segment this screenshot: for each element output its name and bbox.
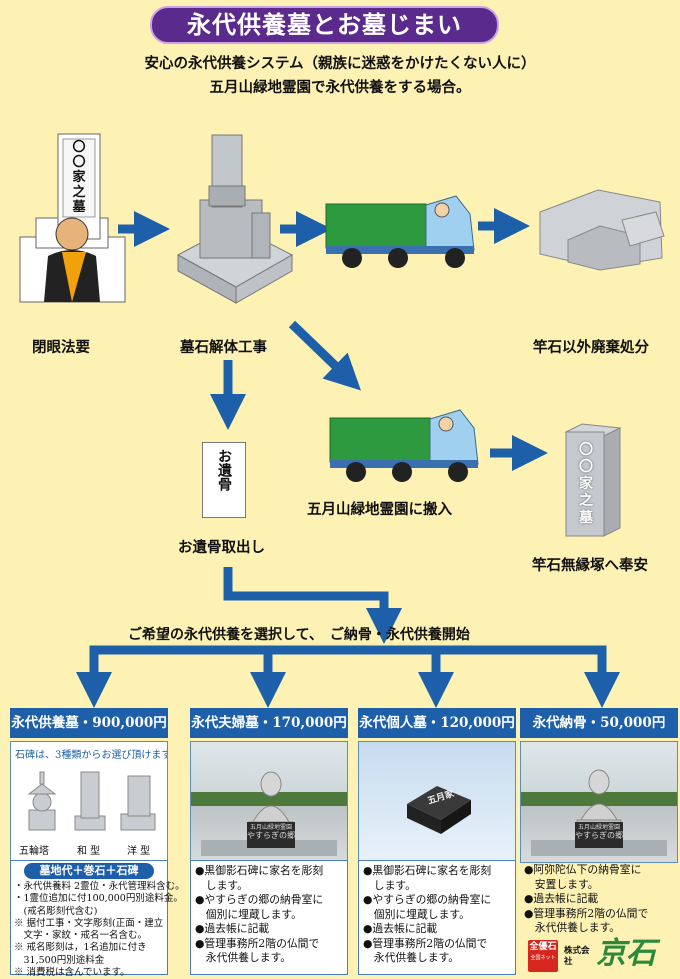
plan-title: 永代納骨・50,000円 bbox=[520, 708, 678, 738]
badge-mid-text: 全国ネット bbox=[530, 955, 556, 961]
amida-illustration bbox=[521, 769, 677, 856]
plan-detail-title: 墓地代＋巻石＋石碑 bbox=[24, 863, 154, 879]
plaque-line: 五月山緑地霊園 bbox=[249, 824, 292, 831]
truck-lower bbox=[329, 409, 479, 482]
plan-image: 五月家 bbox=[358, 741, 516, 863]
select-instruction: ご希望の永代供養を選択して、 ご納骨・永代供養開始 bbox=[128, 627, 470, 643]
memorial-plaque-text: 五月山緑地霊園 やすらぎの郷 bbox=[575, 824, 623, 840]
detail-line: ・永代供養料 2霊位・永代管理料含む。 bbox=[14, 881, 185, 892]
grave-illustration bbox=[176, 134, 294, 304]
plan-card-kojin-bo: 永代個人墓・120,000円 五月家 bbox=[358, 708, 516, 863]
detail-line: (戒名彫刻代含む) bbox=[14, 905, 98, 917]
individual-stone-illustration bbox=[407, 786, 471, 834]
detail-line: 個別に埋蔵します。 bbox=[195, 907, 302, 921]
plan-image: 石碑は、3種類からお選び頂けます。 五輪塔 和 型 洋 型 bbox=[10, 741, 168, 863]
detail-line: ●管理事務所2階の仏間で bbox=[195, 936, 320, 950]
detail-line: ●管理事務所2階の仏間で bbox=[363, 936, 488, 950]
company-name-logo: 京石 bbox=[596, 936, 656, 971]
step-kaitai: 墓石解体工事 bbox=[180, 339, 267, 356]
detail-line: ※ 消費税は含んでいます。 bbox=[14, 967, 130, 979]
detail-line: 永代供養します。 bbox=[524, 921, 621, 934]
plan-title: 永代供養墓・900,000円 bbox=[10, 708, 168, 738]
step-muen: 竿石無縁塚へ奉安 bbox=[532, 557, 648, 574]
grave-inscription-left: 〇〇家之墓 bbox=[72, 140, 86, 215]
step-haiki: 竿石以外廃棄処分 bbox=[533, 339, 649, 356]
stone-type-gorinto: 五輪塔 bbox=[19, 846, 49, 857]
detail-line: します。 bbox=[363, 878, 416, 892]
detail-line: 永代供養します。 bbox=[363, 951, 460, 964]
detail-line: ●黒御影石碑に家名を彫刻 bbox=[195, 864, 324, 877]
rubble-illustration bbox=[539, 189, 665, 271]
badge-top-text: 全優石 bbox=[529, 942, 557, 952]
arrow-kaitai-hannyu bbox=[288, 320, 361, 391]
stone-type-yogata: 洋 型 bbox=[127, 846, 151, 857]
detail-line: ●過去帳に記載 bbox=[195, 922, 270, 935]
buddha-memorial-illustration bbox=[191, 771, 347, 856]
subtitle-location: 五月山緑地霊園で永代供養をする場合。 bbox=[209, 79, 471, 96]
detail-line: ●管理事務所2階の仏間で bbox=[524, 906, 649, 920]
monk-illustration bbox=[19, 133, 126, 303]
step-hannyu: 五月山緑地霊園に搬入 bbox=[307, 501, 452, 518]
detail-line: ・1霊位追加に付100,000円別途料金。 bbox=[14, 893, 183, 905]
detail-line: ※ 戒名彫刻は，1名追加に付き bbox=[14, 942, 147, 954]
stone-type-wagata: 和 型 bbox=[77, 846, 101, 857]
arrow-toridashi-select bbox=[223, 567, 402, 644]
detail-line: 文字・家紋・戒名一名含む。 bbox=[14, 930, 148, 942]
detail-line: 安置します。 bbox=[524, 877, 599, 891]
detail-line: ●やすらぎの郷の納骨室に bbox=[195, 893, 324, 906]
plan-detail-fufu-bo: ●黒御影石碑に家名を彫刻 します。 ●やすらぎの郷の納骨室に 個別に埋蔵します。… bbox=[190, 860, 348, 975]
plan-image: 五月山緑地霊園 やすらぎの郷 bbox=[190, 741, 348, 863]
zenyuseki-badge: 全優石 全国ネット bbox=[528, 940, 558, 972]
detail-line: 個別に埋蔵します。 bbox=[363, 907, 470, 921]
plan-card-eitai-kuyo-bo: 永代供養墓・900,000円 石碑は、3種類からお選び頂けます。 五輪塔 和 型… bbox=[10, 708, 168, 863]
plan-card-fufu-bo: 永代夫婦墓・170,000円 五月山緑地霊園 やすらぎの郷 bbox=[190, 708, 348, 863]
ikotsu-label: お遺骨 bbox=[216, 449, 232, 491]
page-title: 永代供養墓とお墓じまい bbox=[150, 6, 499, 44]
plaque-line: やすらぎの郷 bbox=[575, 831, 623, 840]
detail-line: ●過去帳に記載 bbox=[524, 892, 599, 905]
branch-bar bbox=[89, 645, 607, 686]
detail-line: 31,500円別途料金 bbox=[14, 954, 105, 966]
detail-line: 永代供養します。 bbox=[195, 951, 292, 964]
plan-title: 永代夫婦墓・170,000円 bbox=[190, 708, 348, 738]
detail-line: ※ 据付工事・文字彫刻(正面・建立 bbox=[14, 917, 164, 929]
detail-line: します。 bbox=[195, 878, 248, 892]
detail-line: ●黒御影石碑に家名を彫刻 bbox=[363, 864, 492, 877]
plan-image: 五月山緑地霊園 やすらぎの郷 bbox=[520, 741, 678, 863]
step-heigan: 閉眼法要 bbox=[32, 339, 90, 356]
plaque-line: 五月山緑地霊園 bbox=[577, 824, 620, 831]
detail-line: ●阿弥陀仏下の納骨室に bbox=[524, 863, 642, 876]
grave-inscription-right: 〇〇家之墓 bbox=[579, 442, 593, 526]
step-toridashi: お遺骨取出し bbox=[178, 539, 265, 556]
truck-upper bbox=[325, 195, 475, 268]
plaque-line: やすらぎの郷 bbox=[247, 831, 295, 840]
subtitle-system: 安心の永代供養システム（親族に迷惑をかけたくない人に） bbox=[144, 55, 536, 72]
plan-card-eitai-nokotsu: 永代納骨・50,000円 五月山緑地霊園 やすらぎの郷 bbox=[520, 708, 678, 863]
ikotsu-box: お遺骨 bbox=[202, 442, 246, 518]
plan-detail-eitai-kuyo-bo: 墓地代＋巻石＋石碑 ・永代供養料 2霊位・永代管理料含む。 ・1霊位追加に付10… bbox=[10, 860, 185, 978]
standing-stone-illustration bbox=[564, 423, 622, 537]
stone-choice-note: 石碑は、3種類からお選び頂けます。 bbox=[15, 750, 168, 761]
memorial-plaque-text: 五月山緑地霊園 やすらぎの郷 bbox=[247, 824, 295, 840]
stone-types-illustration bbox=[27, 771, 156, 831]
plan-title: 永代個人墓・120,000円 bbox=[358, 708, 516, 738]
detail-line: ●過去帳に記載 bbox=[363, 922, 438, 935]
company-prefix: 株式会社 bbox=[564, 946, 590, 967]
plan-detail-eitai-nokotsu: ●阿弥陀仏下の納骨室に 安置します。 ●過去帳に記載 ●管理事務所2階の仏間で … bbox=[520, 860, 678, 975]
detail-line: ●やすらぎの郷の納骨室に bbox=[363, 893, 492, 906]
plan-detail-kojin-bo: ●黒御影石碑に家名を彫刻 します。 ●やすらぎの郷の納骨室に 個別に埋蔵します。… bbox=[358, 860, 516, 975]
